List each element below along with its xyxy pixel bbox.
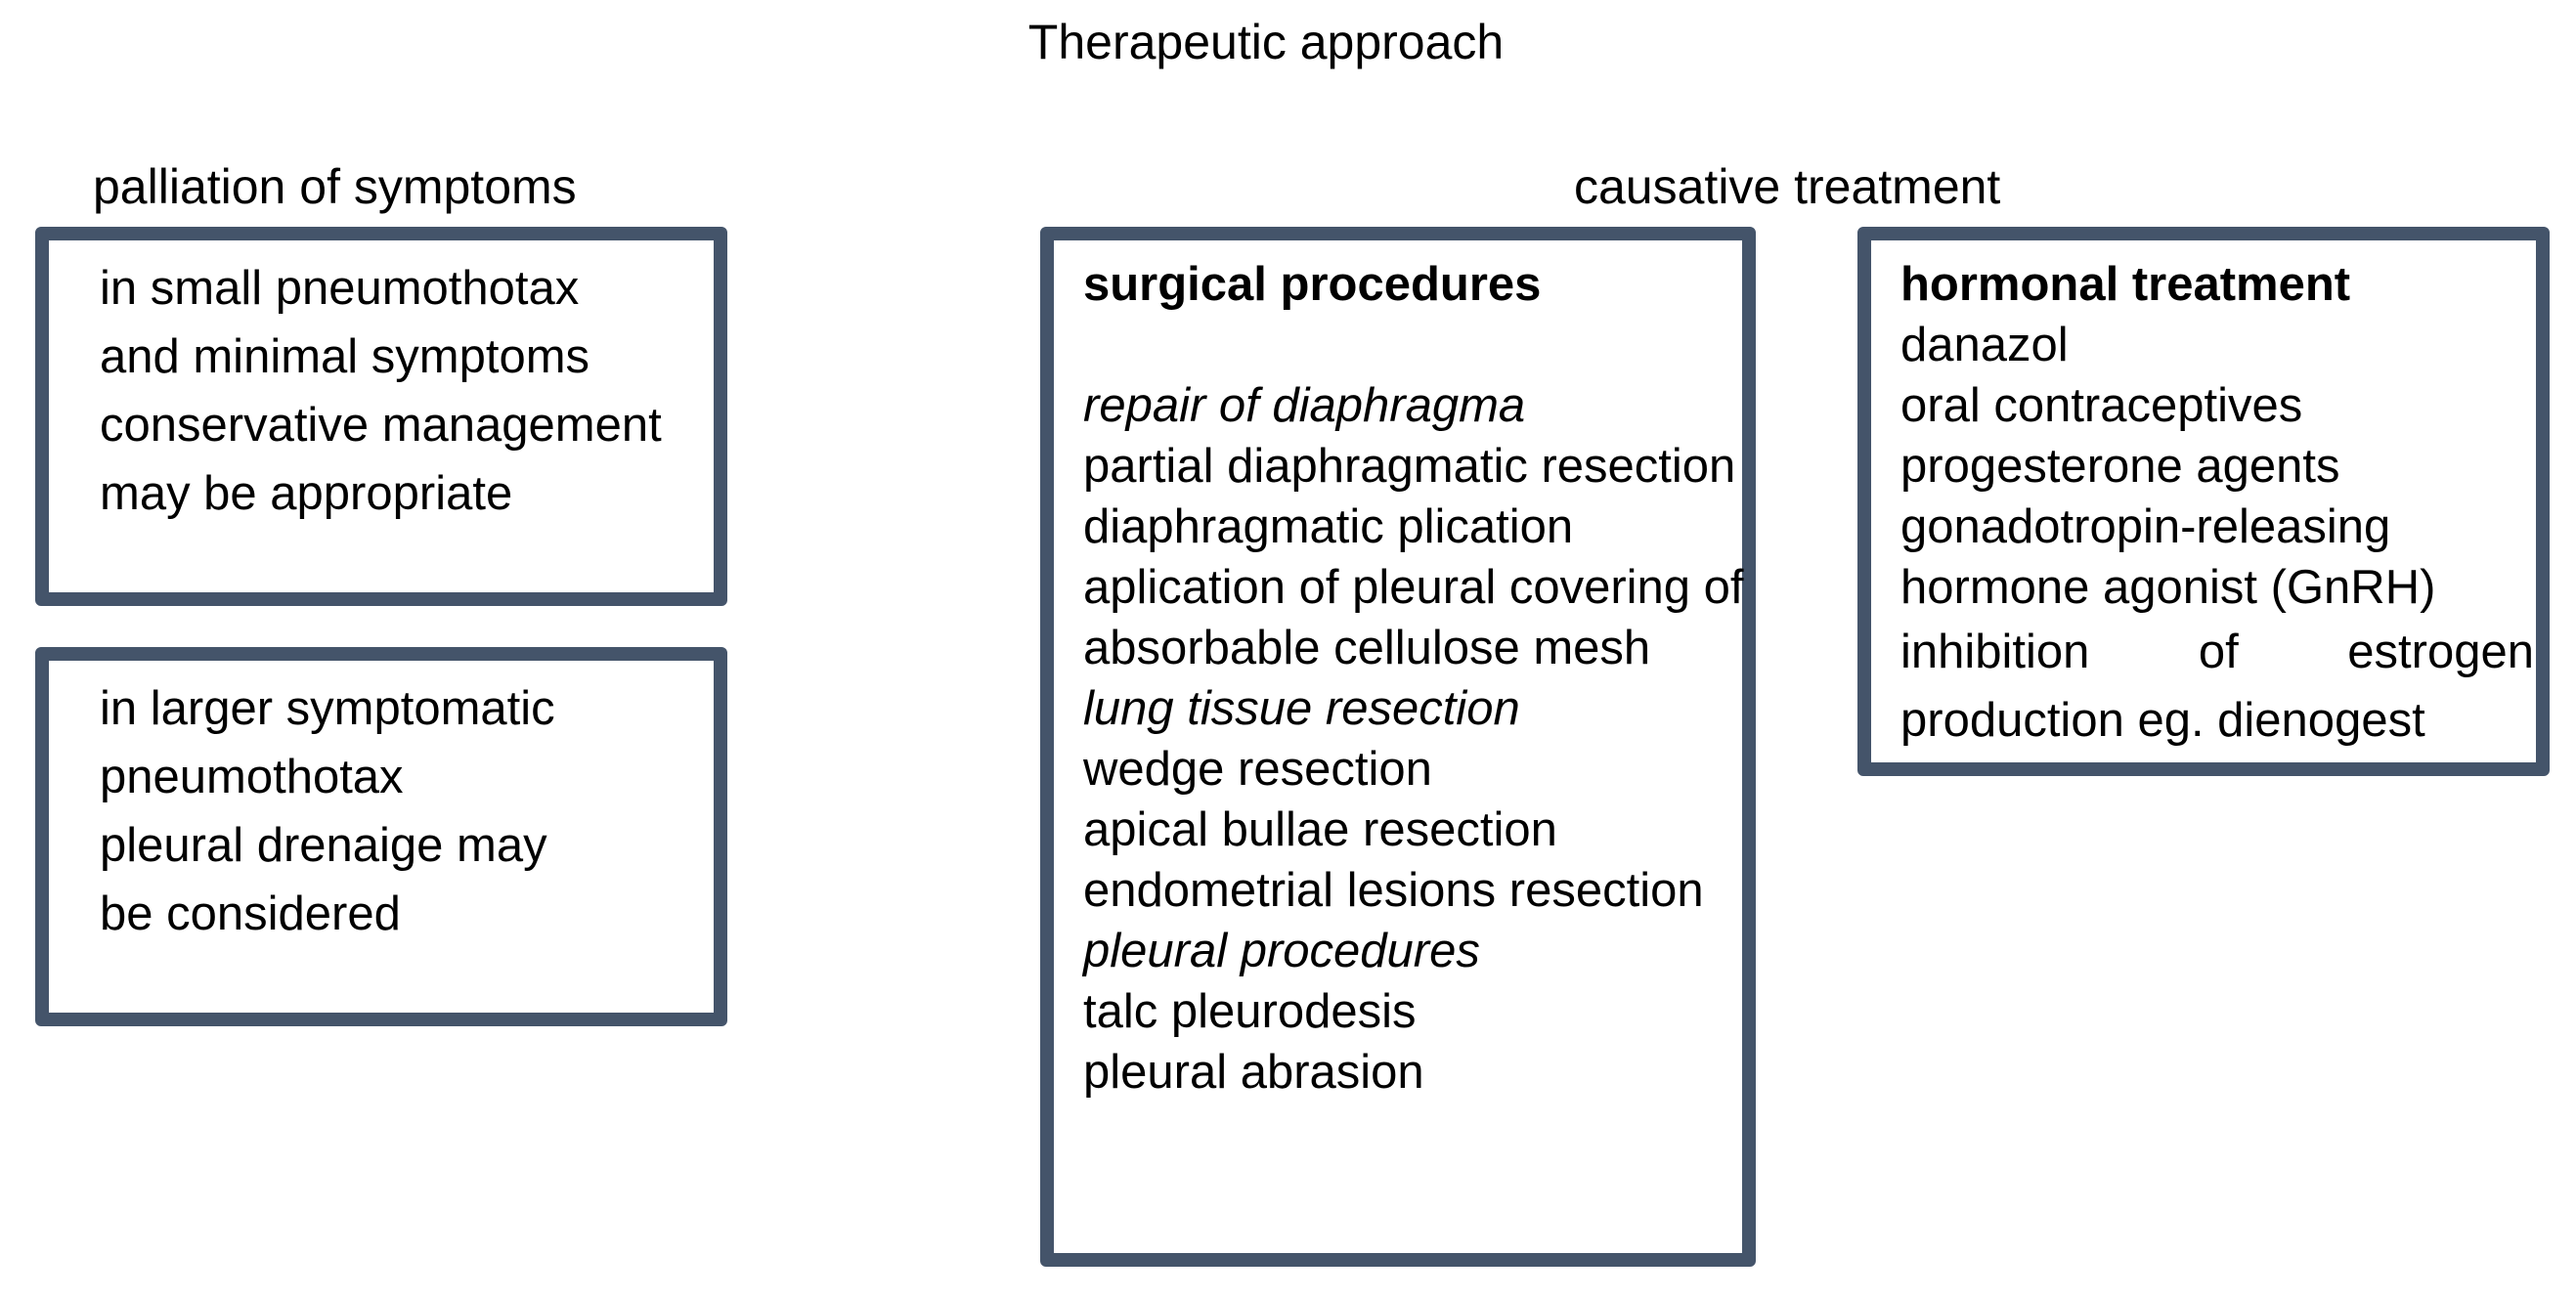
- spacer: [1083, 315, 1744, 375]
- text-line: in small pneumothotax: [100, 262, 580, 315]
- list-item: absorbable cellulose mesh: [1083, 622, 1651, 674]
- word: estrogen: [2347, 626, 2534, 678]
- word: inhibition: [1900, 626, 2090, 678]
- surgical-procedures-title: surgical procedures: [1083, 258, 1542, 311]
- list-item: apical bullae resection: [1083, 803, 1557, 856]
- list-item: danazol: [1900, 319, 2069, 371]
- group-name: repair of diaphragma: [1083, 379, 1526, 432]
- list-item: endometrial lesions resection: [1083, 864, 1704, 917]
- list-item: aplication of pleural covering of: [1083, 561, 1744, 614]
- diagram-title: Therapeutic approach: [1027, 15, 1505, 69]
- text-line: conservative management: [100, 399, 662, 452]
- text-line: and minimal symptoms: [100, 330, 590, 383]
- list-item: hormone agonist (GnRH): [1900, 561, 2436, 614]
- word: of: [2198, 626, 2239, 678]
- list-item: wedge resection: [1083, 743, 1432, 796]
- large-pneumothorax-text: in larger symptomatic pneumothotax pleur…: [100, 674, 555, 948]
- text-line: be considered: [100, 887, 401, 940]
- justified-line: inhibition of estrogen: [1900, 618, 2534, 686]
- list-item: oral contraceptives: [1900, 379, 2303, 432]
- small-pneumothorax-text: in small pneumothotax and minimal sympto…: [100, 254, 662, 528]
- hormonal-treatment-box: hormonal treatment danazol oral contrace…: [1857, 227, 2550, 776]
- large-pneumothorax-box: in larger symptomatic pneumothotax pleur…: [35, 647, 727, 1026]
- group-name: pleural procedures: [1083, 925, 1480, 977]
- hormonal-treatment-title: hormonal treatment: [1900, 258, 2351, 311]
- list-item: talc pleurodesis: [1083, 985, 1417, 1038]
- surgical-procedures-text: surgical procedures repair of diaphragma…: [1083, 254, 1744, 1103]
- surgical-procedures-box: surgical procedures repair of diaphragma…: [1040, 227, 1756, 1267]
- text-line: may be appropriate: [100, 467, 513, 520]
- palliation-heading: palliation of symptoms: [93, 159, 577, 214]
- list-item: partial diaphragmatic resection: [1083, 440, 1736, 493]
- causative-heading: causative treatment: [1574, 159, 2001, 214]
- text-line: pneumothotax: [100, 751, 404, 803]
- list-item: gonadotropin-releasing: [1900, 500, 2391, 553]
- text-line: in larger symptomatic: [100, 682, 555, 735]
- list-item: diaphragmatic plication: [1083, 500, 1574, 553]
- group-name: lung tissue resection: [1083, 682, 1520, 735]
- list-item: progesterone agents: [1900, 440, 2340, 493]
- small-pneumothorax-box: in small pneumothotax and minimal sympto…: [35, 227, 727, 606]
- list-item: production eg. dienogest: [1900, 694, 2425, 747]
- hormonal-treatment-text: hormonal treatment danazol oral contrace…: [1900, 254, 2534, 755]
- text-line: pleural drenaige may: [100, 819, 547, 872]
- list-item: pleural abrasion: [1083, 1046, 1424, 1099]
